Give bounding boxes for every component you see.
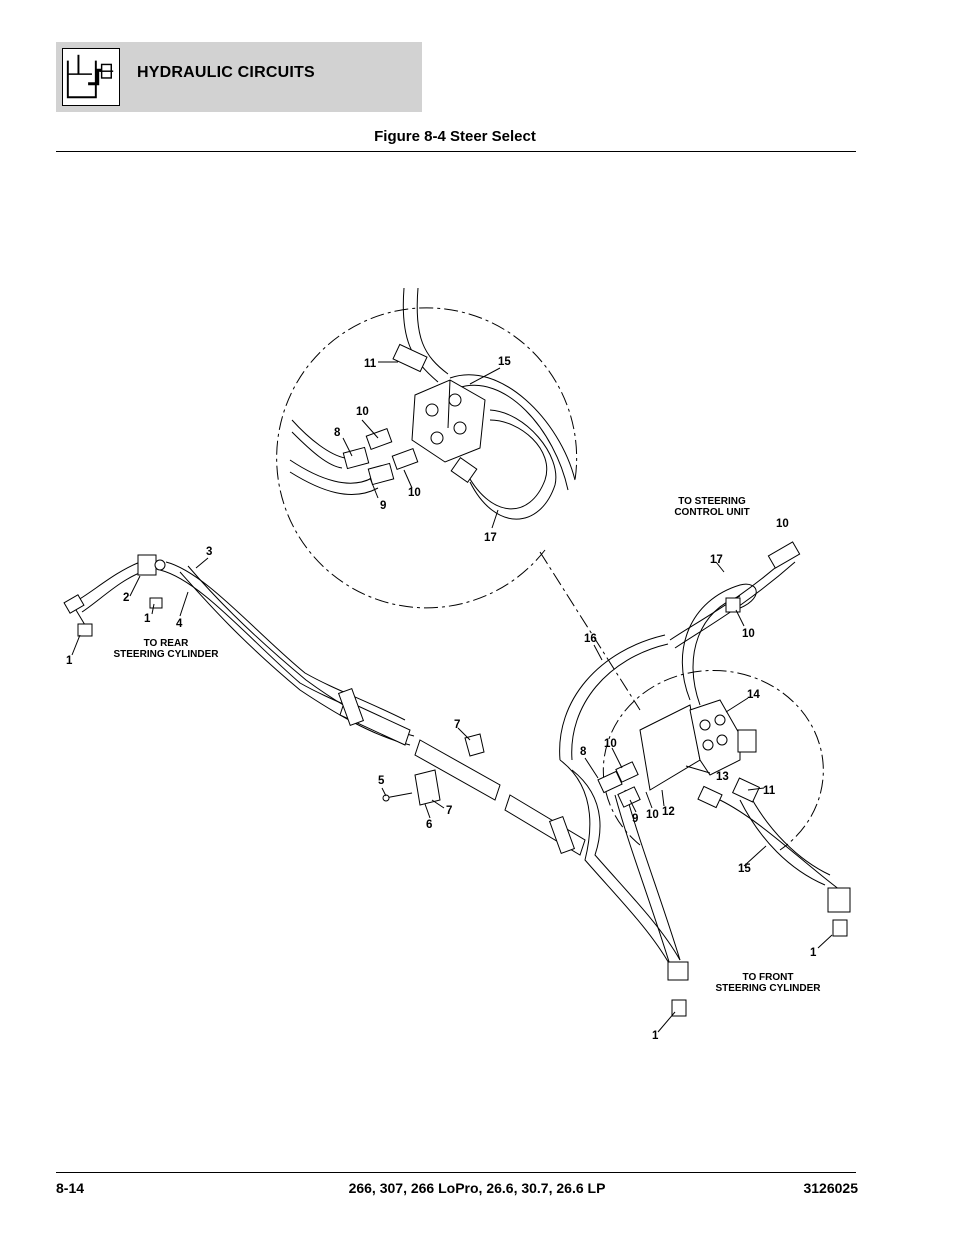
page-number: 8-14 [56, 1180, 85, 1196]
tube-channel [337, 687, 586, 856]
note-to-rear-steering-cylinder: TO REAR [144, 638, 190, 649]
figure-title: Figure 8-4 Steer Select [374, 128, 536, 145]
note-to-front-steering-cylinder: STEERING CYLINDER [715, 983, 821, 994]
callout-17: 17 [710, 554, 723, 566]
detail-hoses [289, 287, 576, 520]
callout-8: 8 [580, 746, 587, 758]
detail-circle-top [276, 307, 641, 711]
callout-15: 15 [498, 356, 511, 368]
callout-10: 10 [356, 406, 369, 418]
callout-9: 9 [632, 813, 638, 825]
diagram-notes: TO STEERING CONTROL UNIT TO REAR STEERIN… [113, 496, 821, 994]
callout-16: 16 [584, 633, 597, 645]
note-to-front-steering-cylinder: TO FRONT [743, 972, 794, 983]
section-title: HYDRAULIC CIRCUITS [137, 64, 315, 81]
callout-10: 10 [646, 809, 659, 821]
callout-labels: 11 15 10 8 9 10 17 3 2 1 4 1 7 5 6 7 10 … [66, 356, 817, 1042]
callout-10: 10 [776, 518, 789, 530]
callout-2: 2 [123, 592, 129, 604]
callout-1: 1 [144, 613, 151, 625]
callout-8: 8 [334, 427, 341, 439]
callout-7: 7 [446, 805, 452, 817]
callout-13: 13 [716, 771, 729, 783]
callout-7: 7 [454, 719, 460, 731]
callout-1: 1 [810, 947, 817, 959]
callout-14: 14 [747, 689, 760, 701]
callout-3: 3 [206, 546, 212, 558]
leader-lines [71, 361, 833, 1033]
document-number: 3126025 [803, 1180, 858, 1196]
callout-1: 1 [652, 1030, 659, 1042]
note-to-rear-steering-cylinder: STEERING CYLINDER [113, 649, 219, 660]
footer-rule [56, 1172, 856, 1173]
note-to-steering-control-unit: CONTROL UNIT [674, 507, 749, 518]
callout-15: 15 [738, 863, 751, 875]
note-to-steering-control-unit: TO STEERING [678, 496, 746, 507]
callout-1: 1 [66, 655, 73, 667]
callout-17: 17 [484, 532, 497, 544]
callout-10: 10 [742, 628, 755, 640]
callout-12: 12 [662, 806, 675, 818]
callout-11: 11 [763, 785, 776, 797]
callout-10: 10 [604, 738, 617, 750]
header-rule [56, 151, 856, 152]
right-valve [597, 541, 851, 1017]
callout-4: 4 [176, 618, 183, 630]
callout-11: 11 [364, 358, 377, 370]
detail-valve [342, 343, 486, 486]
callout-6: 6 [426, 819, 432, 831]
callout-5: 5 [378, 775, 385, 787]
hydraulic-reservoir-icon [62, 48, 120, 106]
callout-10: 10 [408, 487, 421, 499]
callout-9: 9 [380, 500, 386, 512]
model-list: 266, 307, 266 LoPro, 26.6, 30.7, 26.6 LP [348, 1180, 606, 1196]
